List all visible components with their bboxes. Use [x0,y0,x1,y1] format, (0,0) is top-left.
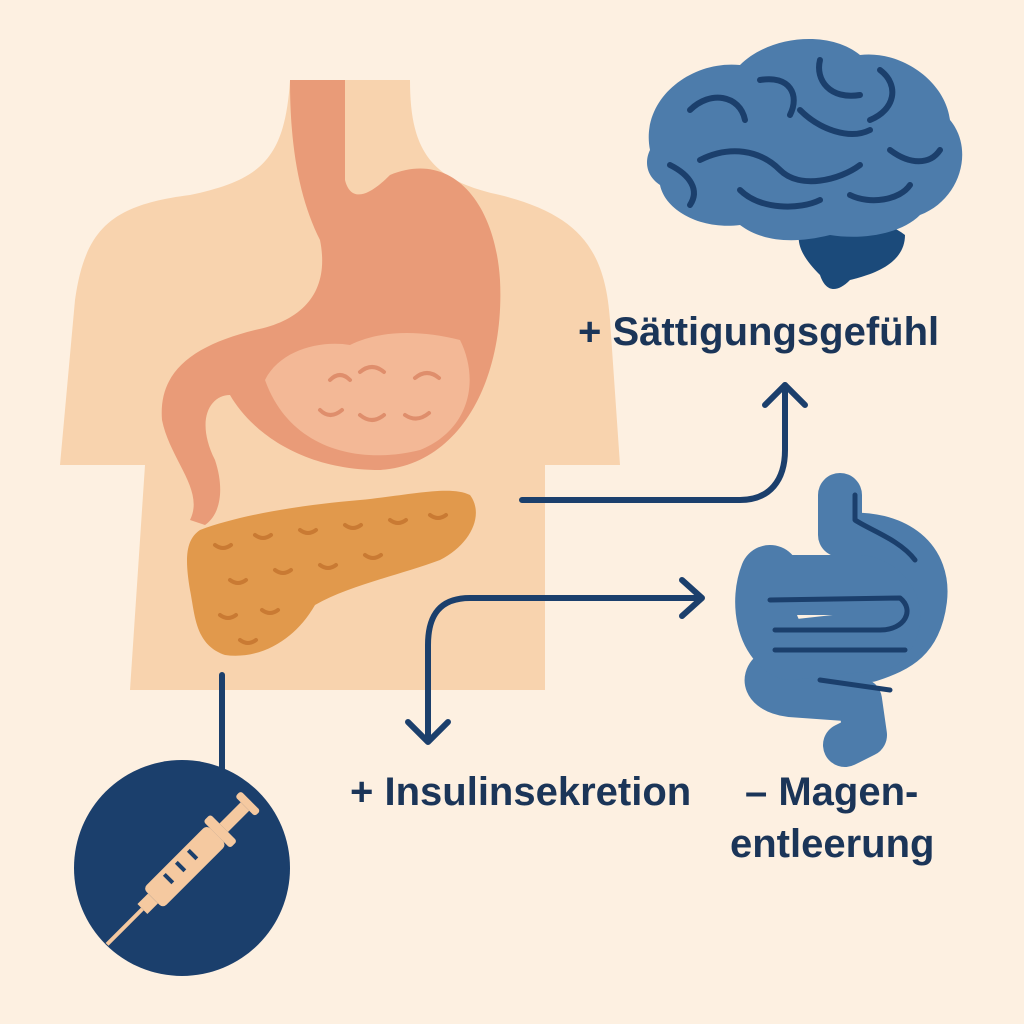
stomach-icon [161,80,501,525]
arrows [219,382,808,773]
syringe-icon [74,760,290,976]
brain-icon [647,38,963,290]
label-gastric-emptying-1: – Magen- [745,770,918,814]
label-insulin: + Insulinsekretion [350,770,691,814]
pancreas-icon [187,490,476,656]
intestine-icon [735,473,948,767]
label-gastric-emptying-2: entleerung [730,822,934,866]
label-satiety: + Sättigungsgefühl [578,310,939,354]
arrow-to-brain [519,382,788,503]
arrow-to-intestine [425,595,703,743]
